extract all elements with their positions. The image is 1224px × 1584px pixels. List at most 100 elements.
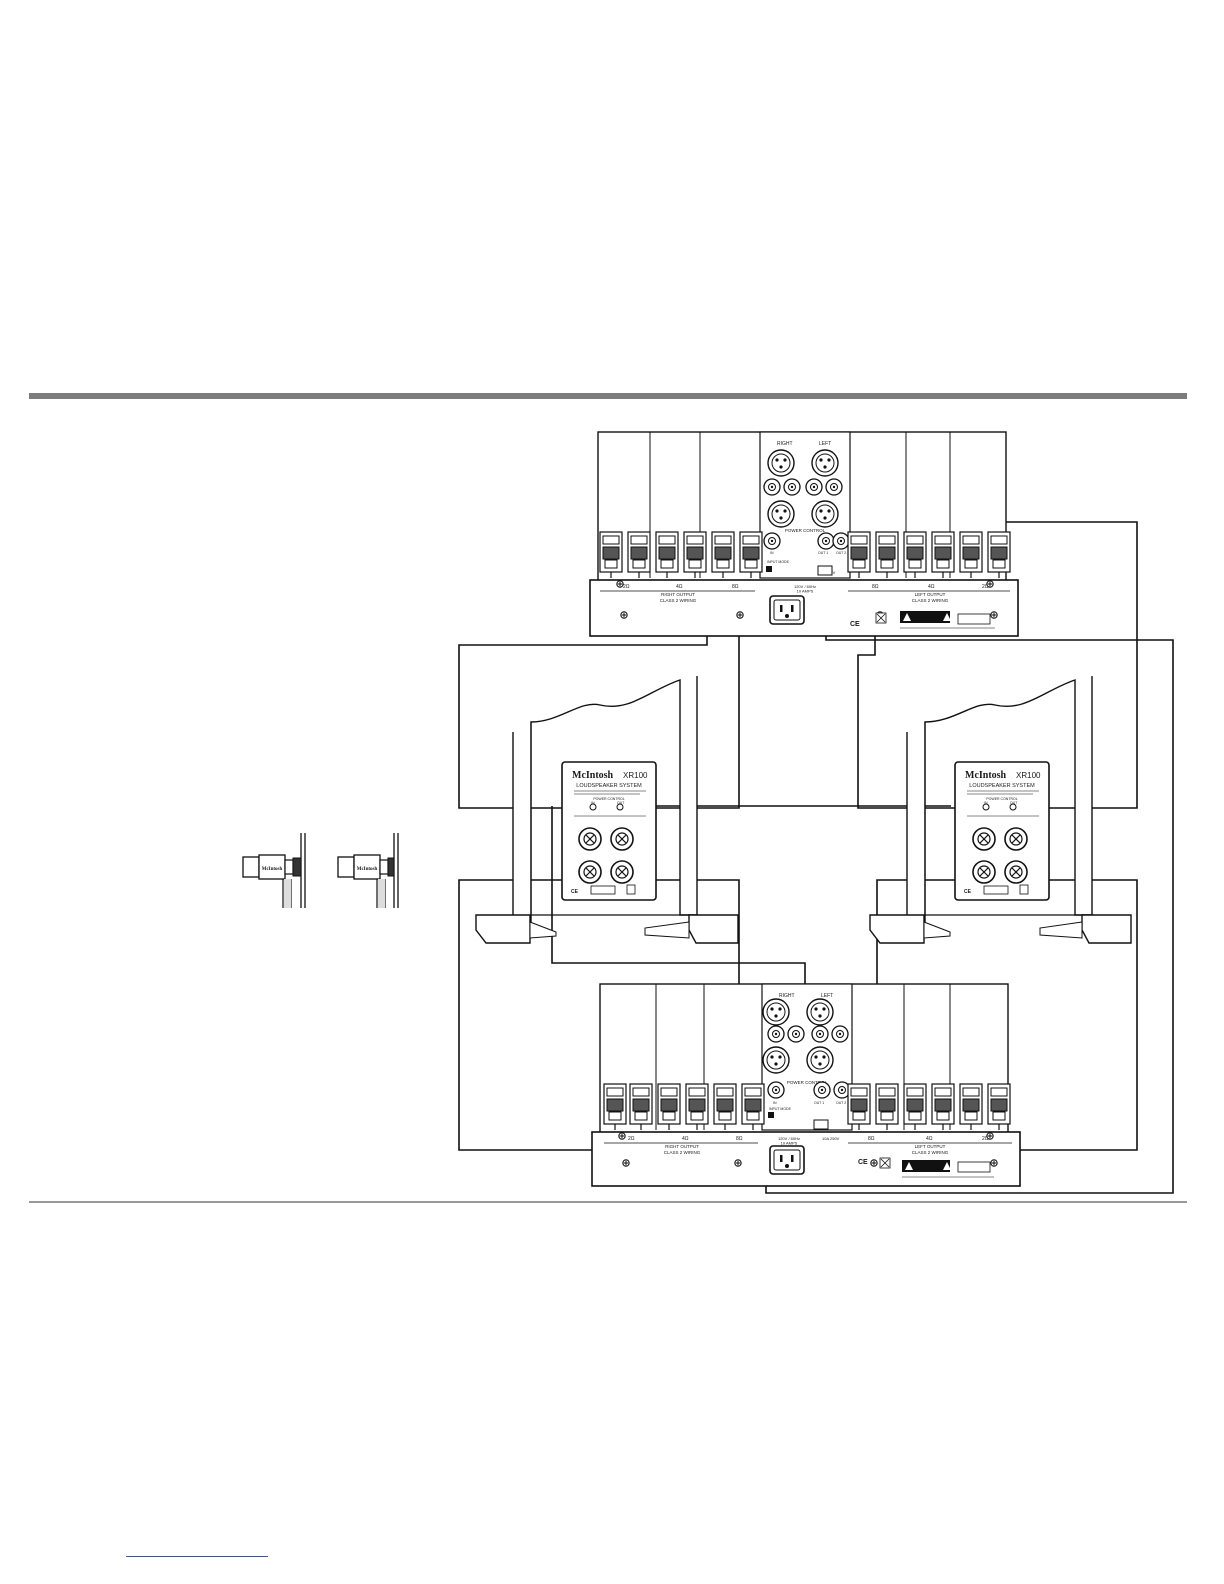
amp-bottom-input-mode-label: INPUT MODE: [769, 1107, 792, 1111]
speaker-left-weee-icon: [626, 884, 636, 895]
amp-top-power-control-label: POWER CONTROL: [785, 528, 826, 533]
amp-top-input-mode-label: INPUT MODE: [767, 560, 790, 564]
amp-top-rca-4-icon: [825, 478, 843, 496]
speaker-left-pc-out-label: OUT: [617, 801, 625, 805]
amp-bottom-fuse-label: 10A 250V: [822, 1136, 840, 1141]
amp-bottom-input-left-label: LEFT: [821, 993, 833, 999]
amp-bottom-left-class2-label: CLASS 2 WIRING: [912, 1150, 949, 1155]
speaker-right-lo-plus-terminal-icon: [972, 860, 996, 884]
amp-bottom-serial-plate: [957, 1161, 991, 1173]
amp-bottom-rca-1-icon: [767, 1025, 785, 1043]
amp-bottom-2ohm-right: 2Ω: [628, 1136, 635, 1142]
speaker-right-subtitle: LOUDSPEAKER SYSTEM: [969, 783, 1035, 789]
amp-top-left-output-label: LEFT OUTPUT: [915, 592, 946, 597]
amp-bottom-4ohm-right: 4Ω: [682, 1136, 689, 1142]
amp-bottom-8ohm-left: 8Ω: [868, 1136, 875, 1142]
speaker-right-brand-logo: McIntosh: [965, 770, 1007, 781]
amp-bottom-warning-label-icon: [902, 1160, 950, 1172]
amp-bottom-xlr-right-out-icon: [762, 1046, 790, 1074]
amp-bottom-rca-2-icon: [787, 1025, 805, 1043]
amp-bottom-right-output-label: RIGHT OUTPUT: [665, 1144, 699, 1149]
amp-bottom-2ohm-left: 2Ω: [982, 1136, 989, 1142]
amp-top-warning-label-icon: [900, 611, 950, 623]
speaker-right-ce-mark: CE: [964, 889, 972, 895]
amp-bottom-xlr-left-in-icon: [806, 998, 834, 1026]
amp-bottom-rca-3-icon: [811, 1025, 829, 1043]
amp-bottom-right-class2-label: CLASS 2 WIRING: [664, 1150, 701, 1155]
speaker-right-weee-icon: [1019, 884, 1029, 895]
amp-top-pc-out2-label: OUT 2: [836, 551, 846, 555]
amp-top-8ohm-left: 8Ω: [872, 584, 879, 590]
amp-top-pc-in-label: IN: [770, 551, 774, 555]
amp-top-rca-3-icon: [805, 478, 823, 496]
speaker-left: McIntosh XR100 LOUDSPEAKER SYSTEM POWER …: [475, 676, 739, 944]
speaker-left-pc-in-jack-icon: [589, 803, 597, 811]
amp-bottom-pc-in-label: IN: [773, 1101, 777, 1105]
amp-top-xlr-right-in-icon: [767, 449, 795, 477]
speaker-right-hi-plus-terminal-icon: [972, 827, 996, 851]
amp-top-xlr-left-in-icon: [811, 449, 839, 477]
amp-top-rca-2-icon: [783, 478, 801, 496]
amp-top-xlr-left-out-icon: [811, 500, 839, 528]
amp-bottom-4ohm-left: 4Ω: [926, 1136, 933, 1142]
speaker-left-pc-in-label: IN: [591, 801, 595, 805]
amp-top-right-output-label: RIGHT OUTPUT: [661, 592, 695, 597]
speaker-left-lo-plus-terminal-icon: [578, 860, 602, 884]
speaker-right: McIntosh XR100 LOUDSPEAKER SYSTEM POWER …: [869, 676, 1132, 944]
speaker-right-pc-in-label: IN: [984, 801, 988, 805]
amp-top-4ohm-left: 4Ω: [928, 584, 935, 590]
speaker-left-brand-logo: McIntosh: [572, 770, 614, 781]
speaker-right-pc-out-jack-icon: [1009, 803, 1017, 811]
speaker-left-hi-plus-terminal-icon: [578, 827, 602, 851]
speaker-right-pc-in-jack-icon: [982, 803, 990, 811]
speaker-right-hi-minus-terminal-icon: [1004, 827, 1028, 851]
amp-bottom-8ohm-right: 8Ω: [736, 1136, 743, 1142]
connector-detail-plug2-brand: McIntosh: [357, 867, 378, 872]
amp-bottom-xlr-right-in-icon: [762, 998, 790, 1026]
speaker-left-model: XR100: [623, 771, 648, 780]
connector-detail: McIntosh McIntosh: [242, 833, 399, 908]
amp-top-2ohm-left: 2Ω: [982, 584, 989, 590]
amp-top-ce-mark: CE: [850, 621, 860, 628]
amp-top-left-class2-label: CLASS 2 WIRING: [912, 598, 949, 603]
speaker-left-ce-mark: CE: [571, 889, 579, 895]
speaker-left-subtitle: LOUDSPEAKER SYSTEM: [576, 783, 642, 789]
amp-top-input-right-label: RIGHT: [777, 441, 793, 447]
top-section-rule: [29, 393, 1187, 399]
amp-top-right-class2-label: CLASS 2 WIRING: [660, 598, 697, 603]
amp-bottom-input-right-label: RIGHT: [779, 993, 795, 999]
footer-link-underline: [126, 1556, 268, 1557]
amplifier-top: RIGHT LEFT POWER CONTROL IN OUT 1 OUT 2 …: [589, 431, 1019, 637]
amp-bottom-pc-out1-label: OUT 1: [814, 1101, 824, 1105]
amp-top-rca-1-icon: [763, 478, 781, 496]
amp-bottom-pc-in-jack-icon: [767, 1081, 785, 1099]
amp-bottom-left-output-label: LEFT OUTPUT: [915, 1144, 946, 1149]
speaker-left-lo-minus-terminal-icon: [610, 860, 634, 884]
amplifier-bottom: RIGHT LEFT POWER CONTROL IN OUT 1 OUT 2 …: [591, 983, 1021, 1187]
amp-top-xlr-right-out-icon: [767, 500, 795, 528]
amp-bottom-rca-4-icon: [831, 1025, 849, 1043]
amp-bottom-pc-out1-jack-icon: [813, 1081, 831, 1099]
amp-bottom-pc-out2-label: OUT 2: [836, 1101, 846, 1105]
amp-top-pc-out1-jack-icon: [817, 532, 835, 550]
amp-top-8ohm-right: 8Ω: [732, 584, 739, 590]
speaker-left-hi-minus-terminal-icon: [610, 827, 634, 851]
speaker-right-lo-minus-terminal-icon: [1004, 860, 1028, 884]
amp-bottom-power-control-label: POWER CONTROL: [787, 1080, 828, 1085]
speaker-left-pc-out-jack-icon: [616, 803, 624, 811]
speaker-right-model: XR100: [1016, 771, 1041, 780]
amp-bottom-ce-mark: CE: [858, 1159, 868, 1166]
amp-top-2ohm-right: 2Ω: [623, 584, 630, 590]
amp-top-pc-out1-label: OUT 1: [818, 551, 828, 555]
amp-top-pc-out2-jack-icon: [832, 532, 850, 550]
speaker-right-power-control-label: POWER CONTROL: [986, 797, 1017, 801]
amp-bottom-xlr-left-out-icon: [806, 1046, 834, 1074]
speaker-right-pc-out-label: OUT: [1010, 801, 1018, 805]
speaker-left-power-control-label: POWER CONTROL: [593, 797, 624, 801]
amp-top-serial-plate: [957, 613, 991, 625]
amp-top-input-left-label: LEFT: [819, 441, 831, 447]
amp-top-4ohm-right: 4Ω: [676, 584, 683, 590]
